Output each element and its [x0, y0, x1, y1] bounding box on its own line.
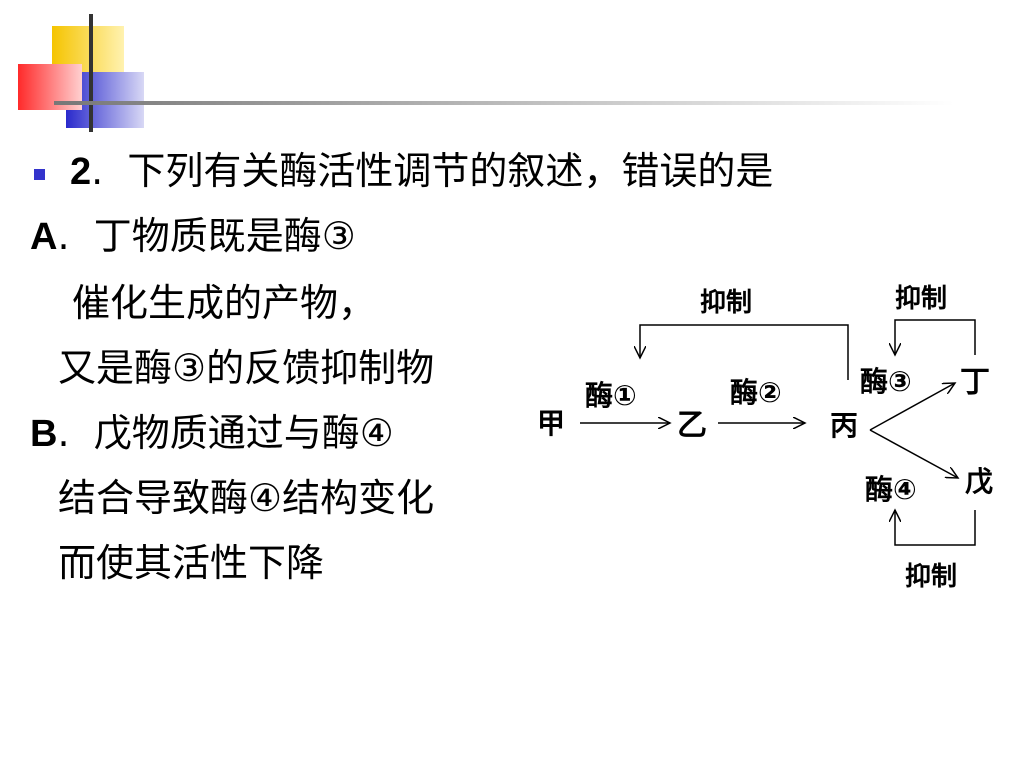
substance-bing: 丙: [830, 409, 858, 442]
substance-yi: 乙: [677, 408, 707, 443]
enzyme2-label: 酶②: [730, 376, 782, 409]
inhibit-wu-label: 抑制: [905, 562, 957, 592]
inhibit-ding-label: 抑制: [895, 284, 947, 314]
option-a-dot: .: [57, 214, 94, 258]
substance-jia: 甲: [537, 407, 565, 440]
option-a-line1: A. 丁物质既是酶③: [30, 212, 356, 261]
option-b-letter: B: [30, 413, 58, 455]
inhibit-ding-bracket: [895, 319, 976, 355]
arrow-bing-ding: [869, 383, 955, 431]
inhibit-top-bracket: [640, 324, 849, 380]
question-stem: 下列有关酶活性调节的叙述，错误的是: [127, 149, 774, 193]
bullet-icon: [34, 169, 45, 180]
option-b-line1: B. 戊物质通过与酶④: [30, 409, 394, 458]
option-a-line2: 催化生成的产物，: [72, 281, 377, 325]
question-number: 2: [70, 151, 92, 193]
question-line: 2. 下列有关酶活性调节的叙述，错误的是: [70, 147, 773, 196]
inhibit-top-label: 抑制: [700, 288, 752, 318]
option-b-line2: 结合导致酶④结构变化: [58, 476, 435, 520]
logo-horizontal-line: [54, 101, 954, 105]
option-a-letter: A: [30, 216, 58, 258]
enzyme4-label: 酶④: [865, 473, 917, 506]
substance-wu: 戊: [965, 465, 993, 498]
slide-logo: [18, 14, 954, 132]
substance-ding: 丁: [960, 365, 990, 400]
logo-vertical-line: [89, 14, 93, 132]
option-a-text1: 丁物质既是酶③: [93, 214, 356, 258]
option-b-dot: .: [57, 411, 94, 455]
arrow-bing-wu: [869, 429, 958, 478]
option-b-text1: 戊物质通过与酶④: [93, 411, 394, 455]
option-b-line3: 而使其活性下降: [58, 541, 325, 585]
inhibit-wu-bracket: [895, 510, 976, 546]
enzyme3-label: 酶③: [860, 365, 912, 398]
enzyme-pathway-diagram: 抑制 抑制 抑制 甲 酶① 乙 酶② 丙 酶③ 丁 酶④ 戊: [537, 284, 993, 592]
enzyme1-label: 酶①: [585, 379, 637, 412]
question-number-dot: .: [91, 149, 128, 193]
option-a-line3: 又是酶③的反馈抑制物: [58, 346, 435, 390]
